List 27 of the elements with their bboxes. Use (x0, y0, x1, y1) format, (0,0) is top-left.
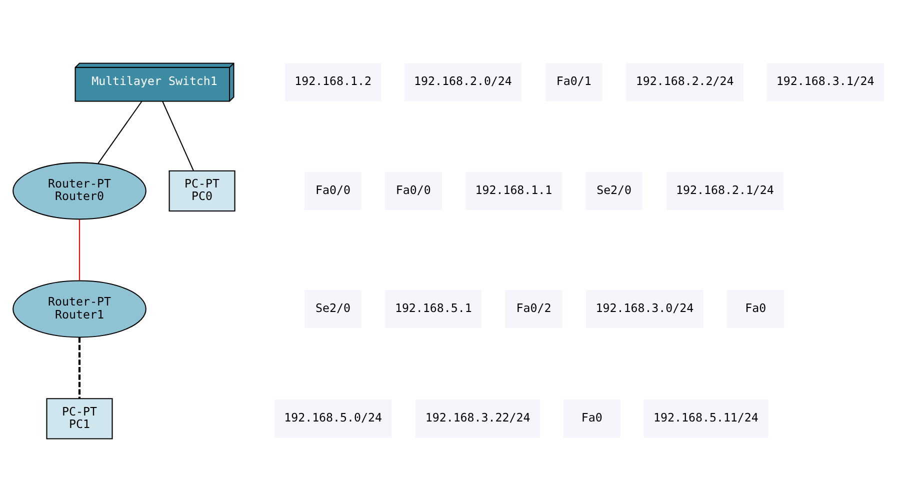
label: 192.168.2.2/24 (636, 74, 734, 88)
label: 192.168.3.22/24 (425, 410, 530, 425)
label: 192.168.2.1/24 (676, 182, 774, 197)
label: 192.168.5.0/24 (284, 410, 382, 425)
label: 192.168.5.1 (394, 300, 472, 315)
connector (78, 219, 80, 280)
label: 192.168.5.11/24 (654, 410, 758, 425)
connector (78, 337, 81, 398)
node-ellipse: Router-PT Router1 (12, 280, 146, 338)
label: Fa0/0 (396, 182, 431, 197)
node-ellipse: Router-PT Router0 (12, 162, 146, 220)
label: Fa0 (745, 300, 766, 315)
connector (162, 101, 194, 171)
label: 192.168.1.2 (294, 74, 372, 88)
label: 192.168.2.0/24 (414, 74, 512, 88)
node-box: PC-PT PC0 (168, 170, 236, 212)
label: Fa0/0 (316, 182, 351, 197)
label: Se2/0 (596, 182, 632, 197)
label: Se2/0 (316, 300, 351, 315)
label: Fa0 (581, 410, 602, 425)
label: 192.168.3.0/24 (596, 300, 694, 315)
connector (98, 101, 142, 164)
label: Fa0/2 (516, 300, 552, 315)
node-box: PC-PT PC1 (46, 398, 113, 440)
label: 192.168.3.1/24 (776, 74, 874, 88)
label: Fa0/1 (556, 74, 592, 88)
label: 192.168.1.1 (475, 182, 552, 197)
